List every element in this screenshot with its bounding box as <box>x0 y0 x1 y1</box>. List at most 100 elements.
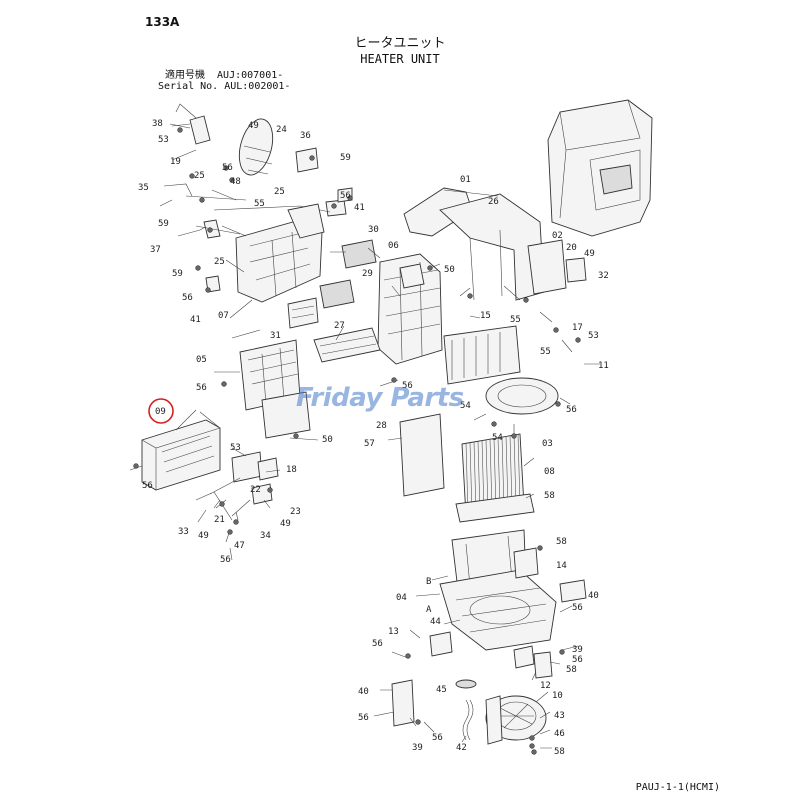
evaporator-fin <box>473 441 477 513</box>
part-label: 01 <box>460 175 471 185</box>
part-label: 50 <box>322 435 333 445</box>
evaporator-fin <box>493 438 497 510</box>
blower-motor-fan <box>391 651 553 745</box>
part-label: 59 <box>158 219 169 229</box>
part-label: 33 <box>178 527 189 537</box>
bolt <box>391 377 397 383</box>
part-label: 29 <box>362 269 373 279</box>
part-label: 57 <box>364 439 375 449</box>
part-label: 15 <box>480 311 491 321</box>
bolt <box>575 337 581 343</box>
part-label: 35 <box>138 183 149 193</box>
part-label: 58 <box>556 537 567 547</box>
part-label: 40 <box>358 687 369 697</box>
evaporator-fin <box>481 440 485 512</box>
part-label: 56 <box>572 655 583 665</box>
bolt <box>529 743 535 749</box>
part-label: 34 <box>260 531 271 541</box>
part-label: 58 <box>566 665 577 675</box>
bolt <box>219 501 225 507</box>
part-label: 56 <box>402 381 413 391</box>
part-label: 46 <box>554 729 565 739</box>
part-label: 41 <box>354 203 365 213</box>
blower-housing <box>429 529 587 669</box>
part-label: 23 <box>290 507 301 517</box>
part-label: 59 <box>172 269 183 279</box>
part-label: 49 <box>198 531 209 541</box>
bolt <box>133 463 139 469</box>
part-label: 18 <box>286 465 297 475</box>
part-label: 49 <box>248 121 259 131</box>
part-label: 05 <box>196 355 207 365</box>
bolt <box>207 227 213 233</box>
cab-illustration <box>547 99 653 237</box>
lower-linkage-parts <box>195 451 279 521</box>
bolts-screws <box>133 127 581 755</box>
evaporator-fin <box>489 438 493 510</box>
part-label: 24 <box>276 125 287 135</box>
part-label: 12 <box>540 681 551 691</box>
evaporator-fin <box>513 434 517 506</box>
bolt <box>177 127 183 133</box>
part-label: 56 <box>182 293 193 303</box>
part-label: 56 <box>358 713 369 723</box>
bolt <box>537 545 543 551</box>
part-label: 44 <box>430 617 441 627</box>
bolt <box>553 327 559 333</box>
evaporator-fin <box>485 439 489 511</box>
part-label: 25 <box>274 187 285 197</box>
part-label: 37 <box>150 245 161 255</box>
serial-number-line: Serial No. AUL:002001- <box>158 81 291 92</box>
part-label: 56 <box>340 191 351 201</box>
part-label: 25 <box>214 257 225 267</box>
part-label: 56 <box>222 163 233 173</box>
part-label: 56 <box>196 383 207 393</box>
control-linkage-assembly <box>159 103 353 293</box>
part-label: 56 <box>566 405 577 415</box>
part-label: 28 <box>376 421 387 431</box>
bolt <box>529 735 535 741</box>
part-label: B <box>426 577 431 587</box>
bolt <box>189 173 195 179</box>
part-label: 58 <box>544 491 555 501</box>
part-label: 31 <box>270 331 281 341</box>
bolt <box>309 155 315 161</box>
part-label: 21 <box>214 515 225 525</box>
page-code: 133A <box>145 15 180 29</box>
bolt <box>523 297 529 303</box>
part-label: 55 <box>254 199 265 209</box>
bolt <box>229 177 235 183</box>
part-label: 30 <box>368 225 379 235</box>
part-label: 56 <box>372 639 383 649</box>
bolt <box>491 421 497 427</box>
part-label: 50 <box>444 265 455 275</box>
part-label: 19 <box>170 157 181 167</box>
part-label: 26 <box>488 197 499 207</box>
evaporator-fin <box>517 433 521 505</box>
bolt <box>405 653 411 659</box>
part-label: 08 <box>544 467 555 477</box>
part-label: 56 <box>572 603 583 613</box>
part-label: 32 <box>598 271 609 281</box>
bolt <box>347 195 353 201</box>
leader-lines <box>129 123 600 749</box>
part-label: 56 <box>432 733 443 743</box>
bolt <box>221 381 227 387</box>
part-label: 59 <box>340 153 351 163</box>
evaporator-fin <box>477 440 481 512</box>
part-label: 38 <box>152 119 163 129</box>
serial-applicable-line: 適用号機 AUJ:007001- <box>165 70 284 81</box>
part-label: 07 <box>218 311 229 321</box>
part-label: 02 <box>552 231 563 241</box>
part-label: 39 <box>412 743 423 753</box>
part-label: 56 <box>220 555 231 565</box>
heater-core-group <box>399 325 559 523</box>
bolt <box>415 719 421 725</box>
highlight-circle <box>148 398 174 424</box>
drawing-code: PAUJ-1-1(HCMI) <box>635 782 720 793</box>
part-label: 13 <box>388 627 399 637</box>
part-label: 09 <box>155 407 166 417</box>
part-label: 55 <box>510 315 521 325</box>
part-label: 55 <box>540 347 551 357</box>
